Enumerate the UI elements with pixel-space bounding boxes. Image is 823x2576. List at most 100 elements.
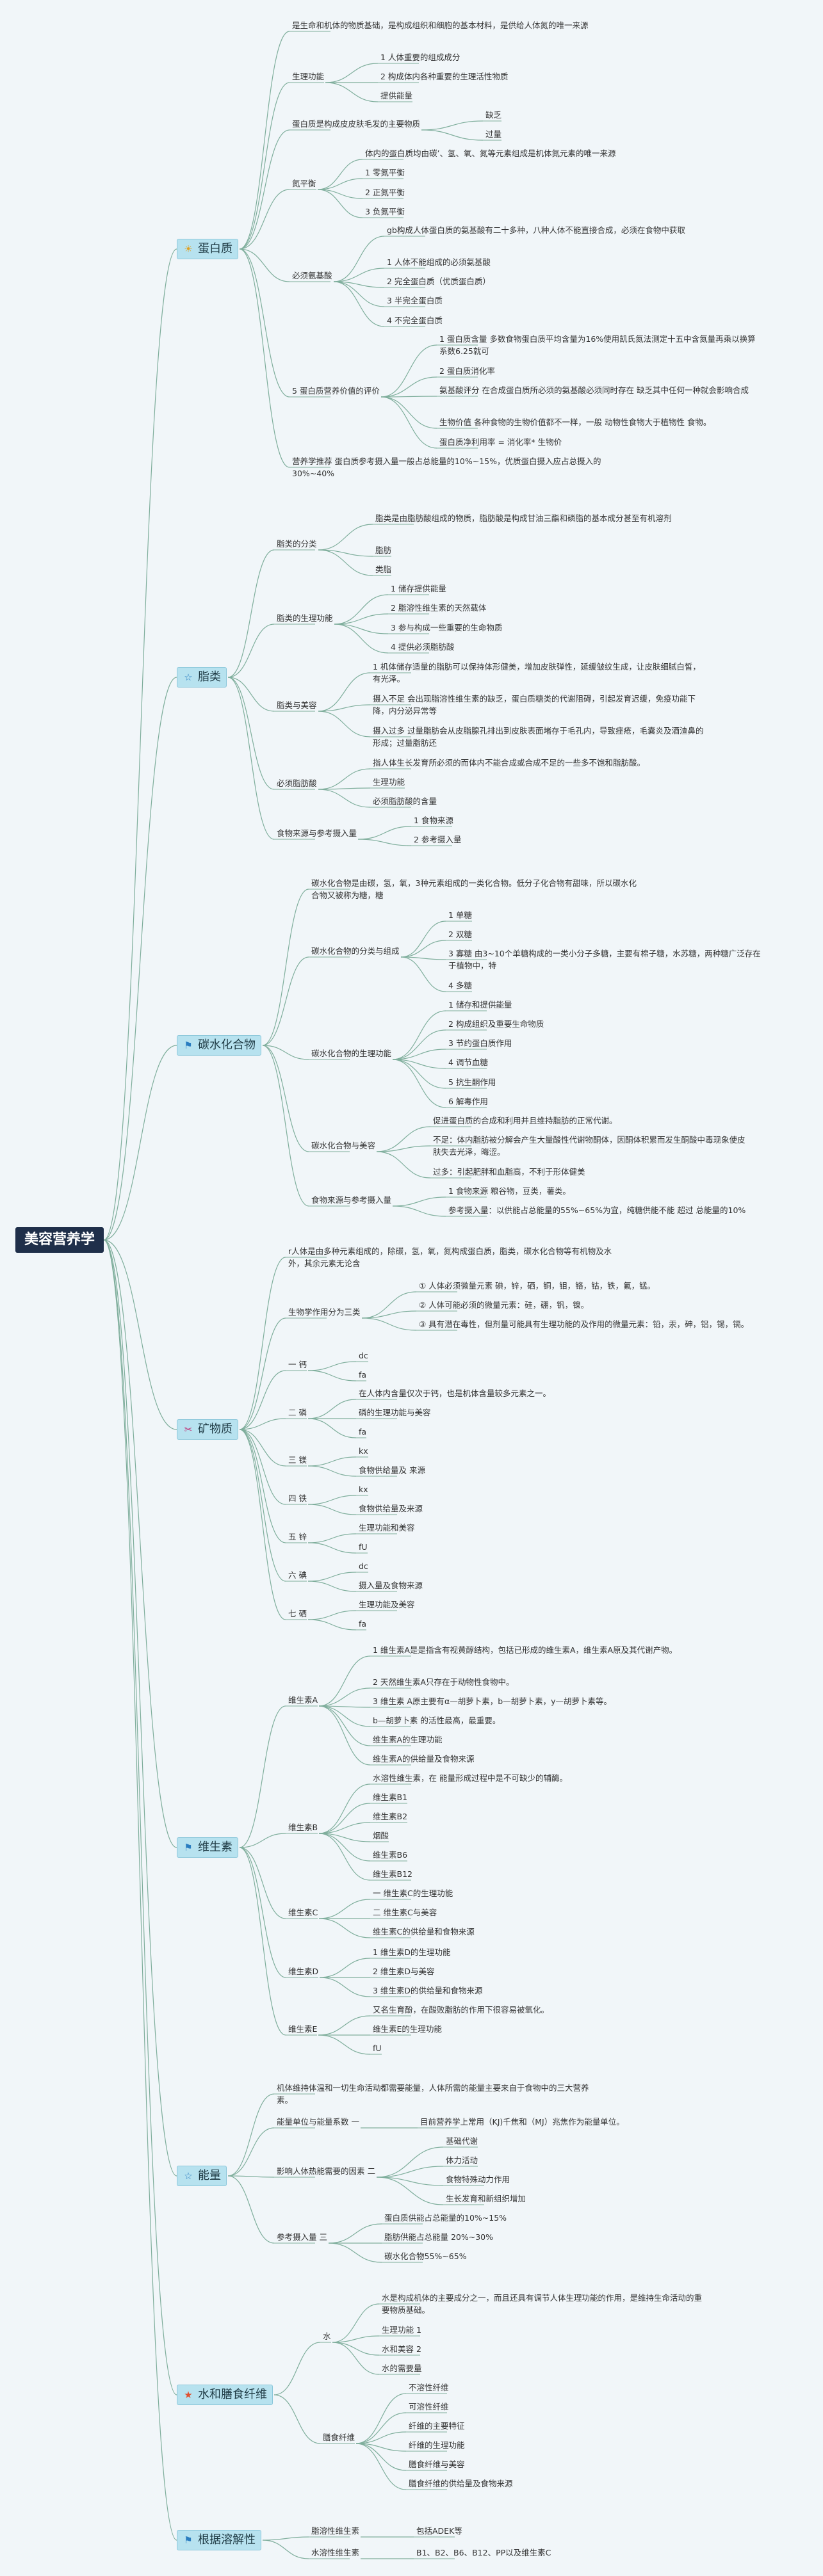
- connector-line: [307, 1399, 357, 1419]
- list-item: 过量: [485, 129, 502, 139]
- section-protein[interactable]: ☀蛋白质: [177, 239, 238, 259]
- connector-line: [103, 1239, 177, 2395]
- list-item: 膳食纤维与美容: [409, 2459, 465, 2469]
- connector-line: [227, 677, 275, 840]
- connector-line: [376, 1145, 431, 1152]
- list-item: 3 寡糖 由3~10个单糖构成的一类小分子多糖，主要有棉子糖，水苏糖，两种糖广泛…: [448, 949, 761, 970]
- node-fat-food-source: 食物来源与参考摄入量: [277, 828, 357, 838]
- list-item: 1 机体储存适量的脂肪可以保持体形健美，增加皮肤弹性，延缓皱纹生成，让皮肤细腻白…: [373, 662, 701, 684]
- list-item: 可溶性纤维: [409, 2402, 449, 2411]
- connector-line: [239, 1429, 286, 1505]
- connector-line: [318, 1655, 371, 1707]
- connector-line: [307, 1504, 357, 1515]
- connector-line: [376, 2177, 444, 2205]
- list-item: 1 食物来源: [414, 816, 453, 825]
- section-vitamin[interactable]: ⚑维生素: [177, 1837, 238, 1858]
- connector-line: [421, 120, 484, 131]
- connector-line: [307, 1465, 357, 1477]
- connector-line: [318, 2015, 371, 2036]
- list-item: 4 调节血糖: [448, 1058, 488, 1067]
- connector-line: [333, 268, 385, 282]
- connector-line: [400, 921, 446, 958]
- node-water-soluble-vitamins: 水溶性维生素: [311, 2548, 360, 2557]
- connector-line: [318, 1705, 371, 1708]
- flag-icon: ⚑: [184, 1040, 193, 1051]
- section-carb[interactable]: ⚑碳水化合物: [177, 1035, 261, 1056]
- list-item: 1 储存和提供能量: [448, 1000, 512, 1010]
- connector-line: [262, 956, 309, 1046]
- connector-line: [318, 704, 371, 712]
- list-item: 2 正氮平衡: [365, 188, 405, 197]
- connector-line: [376, 2146, 444, 2178]
- connector-line: [103, 1045, 177, 1241]
- connector-line: [227, 2175, 275, 2244]
- connector-line: [318, 672, 371, 712]
- list-item: 一 维生素C的生理功能: [373, 1888, 453, 1898]
- list-item: 维生素A的供给量及食物来源: [373, 1754, 475, 1764]
- connector-line: [307, 1581, 357, 1592]
- connector-line: [239, 129, 290, 250]
- connector-line: [318, 1783, 371, 1834]
- connector-line: [239, 189, 290, 250]
- connector-line: [400, 956, 446, 960]
- connector-line: [239, 1418, 286, 1430]
- list-item: 1 蛋白质含量 多数食物蛋白质平均含量为16%使用凯氏氮法测定十五中含氮量再乘以…: [439, 334, 756, 356]
- node-calcium: 一 钙: [288, 1360, 307, 1369]
- section-fat[interactable]: ☆脂类: [177, 667, 227, 688]
- list-item: 3 半完全蛋白质: [387, 296, 443, 305]
- connector-line: [355, 2393, 407, 2444]
- node-water: 水: [323, 2331, 331, 2341]
- list-item: fa: [359, 1370, 367, 1380]
- connector-line: [400, 956, 446, 992]
- list-item: 2 天然维生素A只存在于动物性食物中。: [373, 1677, 514, 1687]
- connector-line: [239, 1705, 286, 1848]
- connector-line: [273, 2394, 321, 2444]
- section-energy[interactable]: ☆能量: [177, 2166, 227, 2186]
- connector-line: [380, 396, 437, 449]
- connector-line: [239, 248, 290, 468]
- connector-line: [103, 1239, 177, 2177]
- node-nitrogen-balance: 氮平衡: [292, 179, 316, 188]
- list-item: 生理功能: [373, 777, 405, 787]
- connector-line: [103, 248, 177, 1241]
- section-solubility[interactable]: ⚑根据溶解性: [177, 2530, 261, 2550]
- connector-line: [262, 2536, 309, 2541]
- connector-line: [307, 1456, 357, 1467]
- red-star-icon: ★: [184, 2389, 193, 2401]
- list-item: 不溶性纤维: [409, 2383, 449, 2392]
- connector-line: [239, 1847, 286, 1978]
- list-item: 3 负氮平衡: [365, 207, 405, 216]
- connector-line: [239, 1429, 286, 1620]
- connector-line: [318, 2034, 371, 2055]
- list-item: ② 人体可能必须的微量元素：硅，硼，钒，镍。: [419, 1300, 589, 1310]
- list-item: 食物供给量及 来源: [359, 1465, 425, 1475]
- connector-line: [325, 63, 379, 83]
- section-water[interactable]: ★水和膳食纤维: [177, 2385, 273, 2405]
- list-item: fU: [373, 2043, 382, 2053]
- node-energy-intake: 参考摄入量 三: [277, 2232, 327, 2242]
- connector-line: [392, 1059, 446, 1069]
- list-item: 提供能量: [380, 91, 413, 101]
- connector-line: [307, 1418, 357, 1438]
- section-mineral[interactable]: ✂矿物质: [177, 1419, 238, 1440]
- connector-line: [380, 344, 437, 398]
- connector-line: [307, 1619, 357, 1630]
- list-item: gb构成人体蛋白质的氨基酸有二十多种，八种人体不能直接合成，必须在食物中获取: [387, 225, 685, 235]
- connector-line: [318, 1705, 371, 1766]
- flag-icon: ⚑: [184, 1842, 193, 1853]
- connector-line: [239, 248, 290, 282]
- star-icon: ☆: [184, 672, 193, 683]
- connector-line: [227, 549, 275, 678]
- list-item: 1 储存提供能量: [391, 584, 446, 593]
- list-item: 摄入过多 过量脂肪会从皮脂腺孔排出到皮肤表面堵存于毛孔内，导致痤疮，毛囊炎及酒渣…: [373, 726, 704, 748]
- connector-line: [227, 2093, 275, 2177]
- node-carb-definition: 碳水化合物是由碳，氢，氧，3种元素组成的一类化合物。低分子化合物有甜味，所以碳水…: [311, 878, 637, 900]
- connector-line: [318, 1822, 371, 1834]
- connector-line: [332, 2335, 380, 2343]
- list-item: 脂肪: [375, 545, 392, 555]
- connector-line: [239, 1257, 286, 1430]
- list-item: b—胡萝卜素 的活性最高，最重要。: [373, 1716, 501, 1725]
- connector-line: [103, 1239, 177, 1430]
- list-item: 水是构成机体的主要成分之一，而且还具有调节人体生理功能的作用，是维持生命活动的重…: [382, 2293, 703, 2315]
- list-item: fa: [359, 1427, 367, 1437]
